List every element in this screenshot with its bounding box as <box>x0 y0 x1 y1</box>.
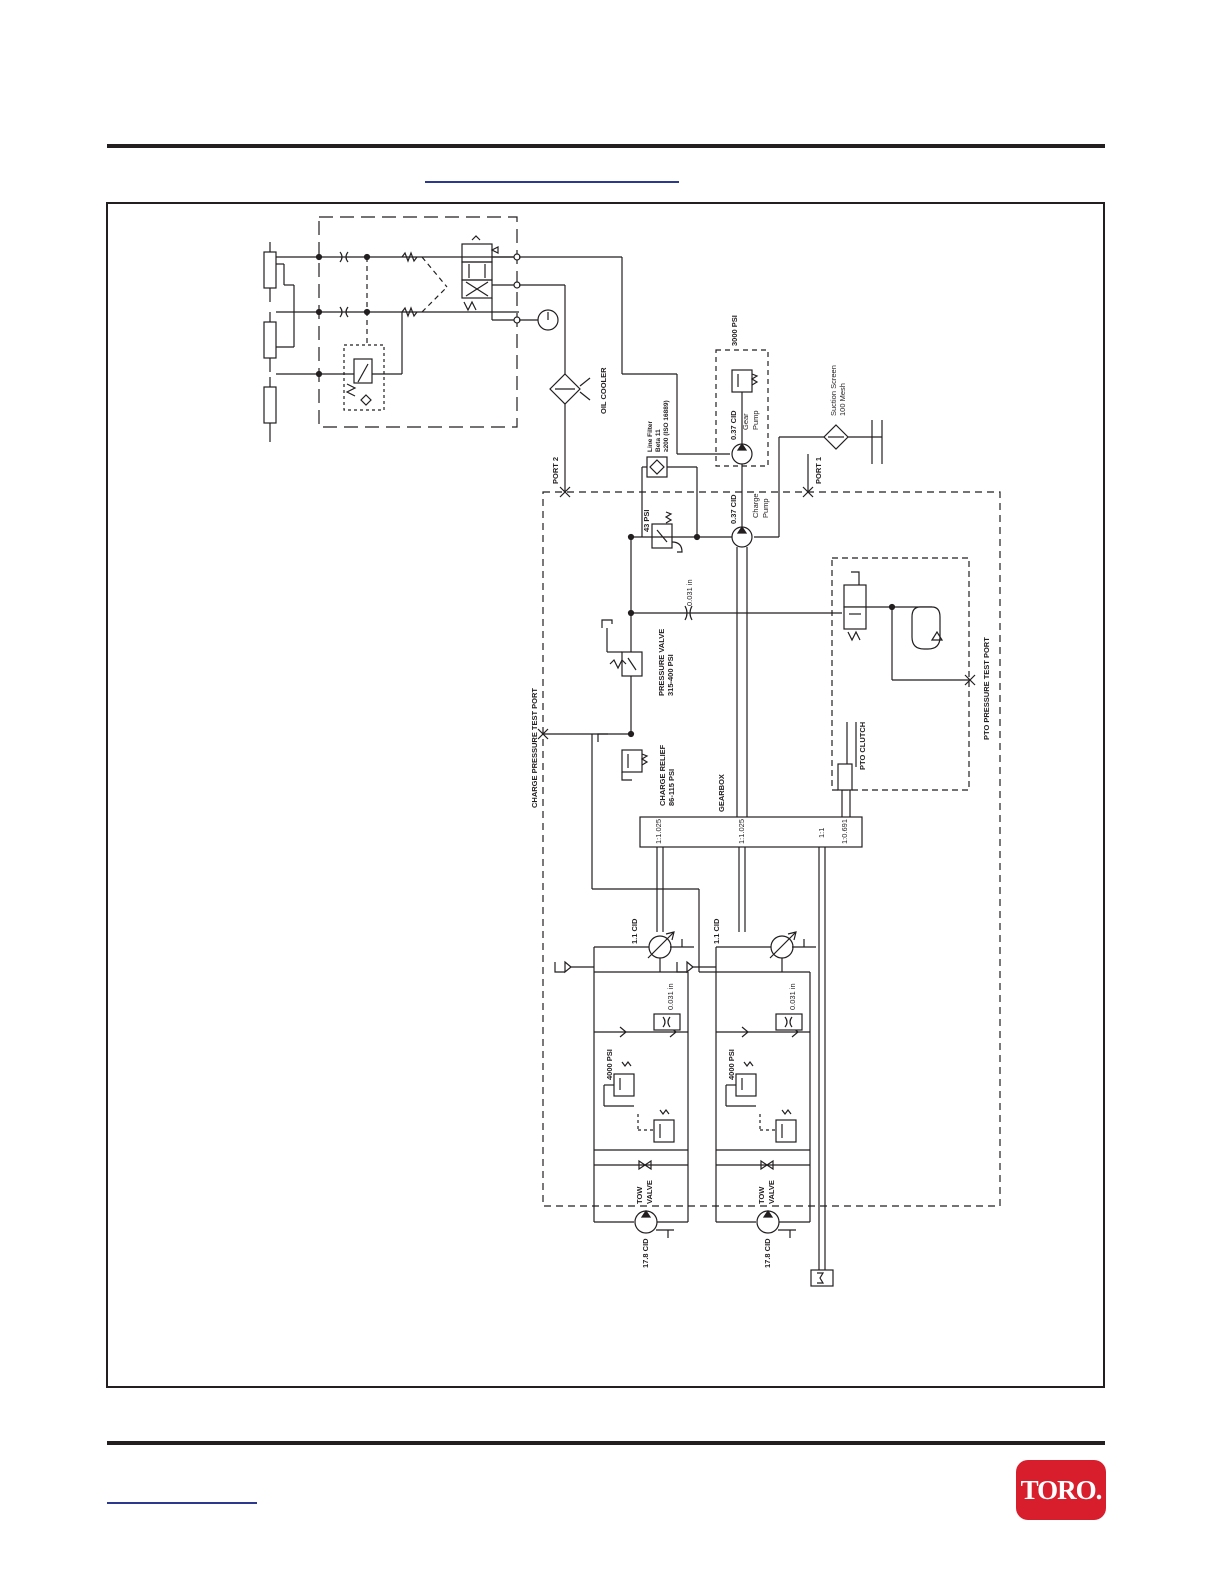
label-line-filter-1: Line Filter <box>647 420 654 452</box>
footer-rule <box>107 1441 1105 1445</box>
label-tow-right-2: VALVE <box>767 1180 776 1204</box>
label-gear-pump-psi: 3000 PSI <box>730 315 739 346</box>
label-pressure-valve-2: 315-400 PSI <box>666 654 675 696</box>
label-gear-pump-name-2: Pump <box>751 410 760 430</box>
label-gear-pump-cid: 0.37 CID <box>729 410 738 440</box>
label-motor-right-cid: 17.8 CID <box>763 1238 772 1268</box>
label-charge-relief-2: 86-115 PSI <box>667 769 676 806</box>
label-pump-right-cid: 1.1 CID <box>712 918 721 944</box>
label-line-filter-2: Beta 11 <box>655 429 662 452</box>
main-housing-outline <box>542 491 1001 1207</box>
label-gearbox: GEARBOX <box>717 774 726 812</box>
label-gear-pump-name-1: Gear <box>741 413 750 430</box>
label-tow-right-1: TOW <box>757 1186 766 1204</box>
label-ratio-right2: 1:0.691 <box>840 819 849 844</box>
hydraulic-schematic: OIL COOLER PORT 2 PORT 1 3000 PSI 0.37 C… <box>263 216 1001 1287</box>
label-pump-left-cid: 1.1 CID <box>630 918 639 944</box>
label-charge-pump-name-1: Charge <box>751 493 760 518</box>
toro-logo-text: TORO. <box>1020 1474 1103 1505</box>
toro-logo: TORO. <box>1016 1460 1106 1520</box>
label-orifice-left: 0.031 in <box>666 983 675 1010</box>
charge-circuit <box>543 456 842 972</box>
gear-pump-group <box>519 256 769 527</box>
label-line-filter-3: ≥200 (ISO 16889) <box>663 400 670 452</box>
suction-screen <box>754 420 883 538</box>
label-pto-test-port: PTO PRESSURE TEST PORT <box>982 637 991 740</box>
label-ratio-left: 1:1.025 <box>654 819 663 844</box>
label-charge-relief-1: CHARGE RELIEF <box>658 744 667 806</box>
footer-link-underline[interactable] <box>107 1502 257 1504</box>
hydrostat-left <box>554 931 694 1238</box>
label-ratio-mid: 1:1.025 <box>737 819 746 844</box>
pto-circuit <box>831 557 970 817</box>
label-charge-psi: 43 PSI <box>642 509 651 532</box>
oil-cooler-group <box>519 284 591 492</box>
valve-manifold <box>263 216 521 442</box>
label-tow-left-1: TOW <box>635 1186 644 1204</box>
label-pto-clutch: PTO CLUTCH <box>858 722 867 770</box>
label-suction-screen-1: Suction Screen <box>829 365 838 416</box>
header-link-underline[interactable] <box>425 181 679 183</box>
diagram-frame: OIL COOLER PORT 2 PORT 1 3000 PSI 0.37 C… <box>106 202 1105 1388</box>
label-suction-screen-2: 100 Mesh <box>838 383 847 416</box>
header-rule <box>107 144 1105 148</box>
label-tow-left-2: VALVE <box>645 1180 654 1204</box>
label-port2: PORT 2 <box>551 457 560 484</box>
label-motor-left-cid: 17.8 CID <box>641 1238 650 1268</box>
label-relief-right: 4000 PSI <box>727 1049 736 1080</box>
label-charge-pump-cid: 0.37 CID <box>729 494 738 524</box>
label-relief-left: 4000 PSI <box>605 1049 614 1080</box>
gearbox <box>639 816 863 1287</box>
label-charge-pump-name-2: Pump <box>761 498 770 518</box>
label-port1: PORT 1 <box>814 457 823 484</box>
label-oil-cooler: OIL COOLER <box>599 367 608 414</box>
label-ratio-right1: 1:1 <box>817 828 826 838</box>
label-pressure-valve-1: PRESSURE VALVE <box>657 629 666 696</box>
label-orifice-top: 0.031 in <box>685 579 694 606</box>
label-orifice-right: 0.031 in <box>788 983 797 1010</box>
label-charge-test-port: CHARGE PRESSURE TEST PORT <box>530 688 539 808</box>
